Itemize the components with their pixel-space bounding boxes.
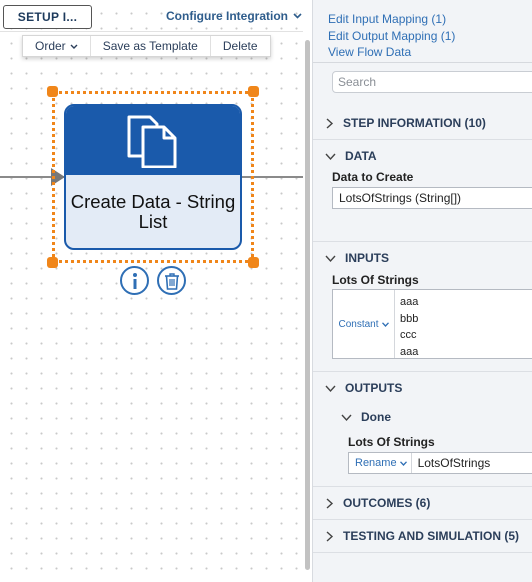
edit-input-mapping-link[interactable]: Edit Input Mapping (1) [328,12,447,26]
section-separator [313,486,532,487]
section-step-information[interactable]: STEP INFORMATION (10) [325,116,486,130]
lots-of-strings-input-field: Constant aaa bbb ccc aaa [332,289,532,359]
chevron-down-icon [399,460,407,466]
configure-integration-label: Configure Integration [166,9,288,23]
chevron-down-icon [293,13,302,19]
chevron-right-icon [326,530,334,542]
chevron-down-icon [325,153,336,160]
section-data[interactable]: DATA [325,149,377,163]
section-title: OUTCOMES (6) [343,496,431,510]
section-outputs[interactable]: OUTPUTS [325,381,402,395]
panel-divider [313,62,532,63]
resize-handle-top-right[interactable] [248,86,259,97]
section-testing-simulation[interactable]: TESTING AND SIMULATION (5) [325,529,519,543]
list-item[interactable]: bbb [400,312,419,325]
chevron-right-icon [326,497,334,509]
section-separator [313,371,532,372]
node-label: Create Data - String List [70,190,236,232]
flow-step-node[interactable]: Create Data - String List [64,104,242,250]
subsection-done[interactable]: Done [341,410,391,424]
section-separator [313,552,532,553]
output-mode-dropdown[interactable]: Rename [349,453,412,473]
list-item[interactable]: ccc [400,329,417,341]
properties-panel: Edit Input Mapping (1) Edit Output Mappi… [312,0,532,582]
info-button[interactable] [120,266,149,295]
trash-icon [164,272,179,290]
order-label: Order [35,39,66,53]
output-rename-input[interactable]: LotsOfStrings [417,456,491,470]
flow-canvas[interactable]: SETUP I... Configure Integration Order S… [0,0,312,582]
save-as-template-button[interactable]: Save as Template [91,36,211,56]
edit-output-mapping-link[interactable]: Edit Output Mapping (1) [328,28,456,43]
chevron-down-icon [325,255,336,262]
subsection-title: Done [361,410,391,424]
list-item[interactable]: aaa [400,345,419,358]
canvas-header-divider [0,31,303,32]
resize-handle-bottom-left[interactable] [47,257,58,268]
output-mode-label: Rename [355,457,397,469]
delete-button[interactable]: Delete [222,39,258,53]
chevron-down-icon [381,321,389,327]
order-menu-button[interactable]: Order [23,36,91,56]
lots-of-strings-output-label: Lots Of Strings [348,435,435,449]
setup-integration-button[interactable]: SETUP I... [3,5,92,29]
resize-handle-top-left[interactable] [47,86,58,97]
chevron-down-icon [70,44,78,49]
section-separator [313,519,532,520]
info-icon [132,272,137,289]
data-to-create-label: Data to Create [332,170,414,184]
section-title: TESTING AND SIMULATION (5) [343,529,519,543]
section-title: STEP INFORMATION (10) [343,116,486,130]
node-header [66,106,240,175]
input-mode-dropdown[interactable]: Constant [333,290,395,358]
list-item[interactable]: aaa [400,296,419,308]
resize-handle-bottom-right[interactable] [248,257,259,268]
section-separator [313,241,532,242]
section-inputs[interactable]: INPUTS [325,251,389,265]
documents-icon [127,115,177,168]
node-selection-box [52,91,254,263]
view-flow-data-link[interactable]: View Flow Data [328,45,412,59]
configure-integration-dropdown[interactable]: Configure Integration [166,9,302,23]
lots-of-strings-output-field: Rename LotsOfStrings [348,452,532,474]
data-to-create-field[interactable]: LotsOfStrings (String[]) [332,187,532,209]
input-mode-label: Constant [338,318,379,330]
section-title: OUTPUTS [345,381,403,395]
string-list-editor[interactable]: aaa bbb ccc aaa [395,290,418,358]
canvas-scrollbar-thumb[interactable] [305,40,310,570]
mapping-links: Edit Input Mapping (1) Edit Output Mappi… [328,11,455,61]
search-input[interactable] [332,71,532,93]
chevron-down-icon [325,385,336,392]
section-title: DATA [345,149,377,163]
delete-node-button[interactable] [157,266,186,295]
node-toolbar: Order Save as Template Delete [22,35,271,57]
section-separator [313,139,532,140]
section-outcomes[interactable]: OUTCOMES (6) [325,496,430,510]
lots-of-strings-input-label: Lots Of Strings [332,273,419,287]
section-title: INPUTS [345,251,390,265]
chevron-down-icon [341,414,352,421]
chevron-right-icon [326,117,334,129]
